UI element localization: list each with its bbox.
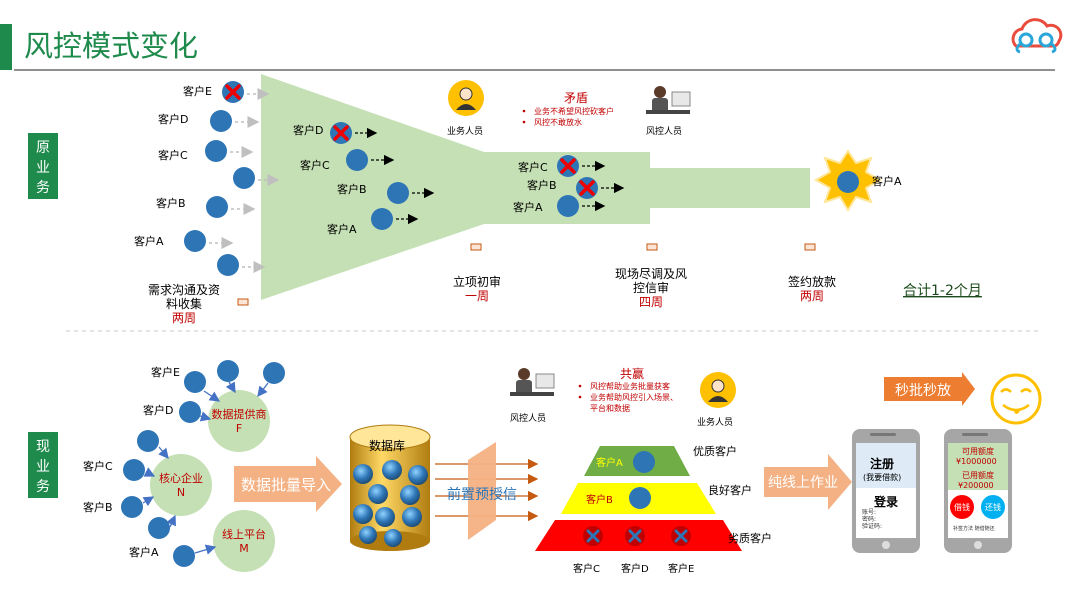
- svg-text:风控帮助业务批量获客: 风控帮助业务批量获客: [590, 381, 670, 391]
- svg-text:客户D: 客户D: [293, 123, 323, 137]
- svg-text:业务不希望风控砍客户: 业务不希望风控砍客户: [534, 106, 614, 116]
- sales-person-icon-bottom: [700, 372, 736, 408]
- bottom-risk-label: 风控人员: [510, 412, 546, 424]
- stage-marker-icons: [237, 243, 816, 306]
- smiley-icon: [990, 373, 1042, 425]
- top-customer-dots: [184, 81, 255, 276]
- svg-text:客户A: 客户A: [513, 200, 543, 214]
- tier-good-label: 优质客户: [693, 444, 737, 458]
- conflict-title: 矛盾: [564, 91, 588, 105]
- svg-text:客户C: 客户C: [573, 562, 600, 575]
- svg-text:客户C: 客户C: [83, 459, 113, 473]
- svg-text:¥1000000: ¥1000000: [956, 457, 997, 466]
- bottom-nodes: [150, 390, 275, 572]
- black-arrows: [355, 127, 435, 225]
- stage-1-name: 需求沟通及资料收集: [148, 283, 220, 311]
- svg-text:还钱: 还钱: [985, 502, 1001, 512]
- svg-text:客户B: 客户B: [586, 493, 613, 506]
- svg-text:客户A: 客户A: [327, 222, 357, 236]
- stage-4-name: 签约放款: [788, 274, 836, 289]
- label-final-customer: 客户A: [872, 174, 902, 188]
- stage-2-duration: 一周: [465, 289, 489, 303]
- svg-text:客户E: 客户E: [668, 562, 694, 575]
- database-label: 数据库: [369, 438, 405, 453]
- stage-2-name: 立项初审: [453, 274, 501, 289]
- online-op-arrow[interactable]: [764, 454, 852, 510]
- svg-text:风控不敢放水: 风控不敢放水: [534, 117, 582, 127]
- risk-person-icon-bottom: [510, 368, 555, 396]
- conflict-list: 业务不希望风控砍客户 风控不敢放水: [522, 106, 614, 127]
- svg-text:客户B: 客户B: [83, 500, 113, 514]
- grey-arrows: [209, 88, 280, 273]
- label-customer-c: 客户C: [158, 148, 188, 162]
- svg-text:客户A: 客户A: [129, 545, 159, 559]
- bottom-customer-dots: [121, 360, 285, 567]
- svg-text:客户D: 客户D: [143, 403, 173, 417]
- svg-text:(我要借款): (我要借款): [863, 472, 901, 482]
- risk-person-icon: [646, 86, 691, 114]
- database-icon: [349, 424, 431, 551]
- svg-text:客户D: 客户D: [621, 562, 649, 575]
- svg-text:验证码:: 验证码:: [862, 522, 882, 530]
- sales-person-icon: [448, 80, 484, 116]
- section-tag-original-text: 原业务: [36, 140, 50, 196]
- top-risk-label: 风控人员: [646, 125, 682, 137]
- svg-text:密码:: 密码:: [862, 515, 876, 523]
- title-accent-bar: [0, 24, 12, 70]
- label-customer-d: 客户D: [158, 112, 188, 126]
- svg-text:业务帮助风控引入场景、: 业务帮助风控引入场景、: [590, 392, 678, 402]
- section-tag-original: [28, 133, 58, 199]
- section-tag-current-text: 现业务: [36, 439, 50, 495]
- top-sales-label: 业务人员: [447, 125, 483, 137]
- svg-text:¥200000: ¥200000: [958, 481, 994, 490]
- phone-register-title: 注册: [870, 456, 894, 471]
- label-customer-e: 客户E: [183, 84, 212, 98]
- svg-text:客户A: 客户A: [596, 456, 623, 469]
- svg-text:补签方法 随借随还: 补签方法 随借随还: [953, 525, 995, 532]
- instant-label: 秒批秒放: [895, 383, 951, 399]
- online-op-label: 纯线上作业: [768, 475, 838, 491]
- phone-account: [944, 429, 1012, 553]
- repay-button[interactable]: [981, 495, 1005, 519]
- svg-text:客户E: 客户E: [151, 365, 180, 379]
- svg-text:客户B: 客户B: [527, 178, 557, 192]
- win-list: 风控帮助业务批量获客 业务帮助风控引入场景、 平台和数据: [578, 381, 678, 413]
- page-title: 风控模式变化: [24, 29, 198, 63]
- svg-text:可用额度: 可用额度: [962, 446, 994, 456]
- cloud-logo-icon: [1011, 18, 1063, 54]
- bottom-sales-label: 业务人员: [697, 416, 733, 428]
- instant-arrow: [884, 372, 975, 406]
- svg-text:借钱: 借钱: [954, 502, 970, 512]
- prequal-label: 前置预授信: [447, 486, 517, 503]
- stage-1-duration: 两周: [172, 311, 196, 325]
- section-tag-current: [28, 432, 58, 498]
- import-arrow[interactable]: [234, 456, 342, 512]
- win-title: 共赢: [620, 366, 644, 381]
- phone-register: [852, 429, 920, 553]
- svg-text:客户B: 客户B: [337, 182, 367, 196]
- tier-poor-label: 劣质客户: [728, 531, 772, 545]
- label-customer-a: 客户A: [134, 234, 164, 248]
- funnel-shape: [261, 74, 810, 300]
- import-arrow-label: 数据批量导入: [241, 476, 331, 494]
- tier-fine-label: 良好客户: [708, 483, 752, 497]
- total-time: 合计1-2个月: [903, 283, 982, 299]
- blue-arrows: [142, 381, 269, 555]
- prequal-filter: [468, 442, 496, 540]
- x-mark-icon: [225, 84, 241, 100]
- stage-4-duration: 两周: [800, 289, 824, 303]
- label-customer-b: 客户B: [156, 196, 186, 210]
- svg-text:账号:: 账号:: [862, 508, 876, 516]
- svg-text:客户C: 客户C: [518, 160, 548, 174]
- stage-3-duration: 四周: [639, 295, 663, 309]
- svg-text:平台和数据: 平台和数据: [590, 403, 630, 413]
- svg-text:已用额度: 已用额度: [962, 470, 994, 480]
- stage-3-name: 现场尽调及风控信审: [615, 267, 687, 295]
- borrow-button[interactable]: [950, 495, 974, 519]
- phone-login-title: 登录: [873, 494, 898, 509]
- svg-text:客户C: 客户C: [300, 158, 330, 172]
